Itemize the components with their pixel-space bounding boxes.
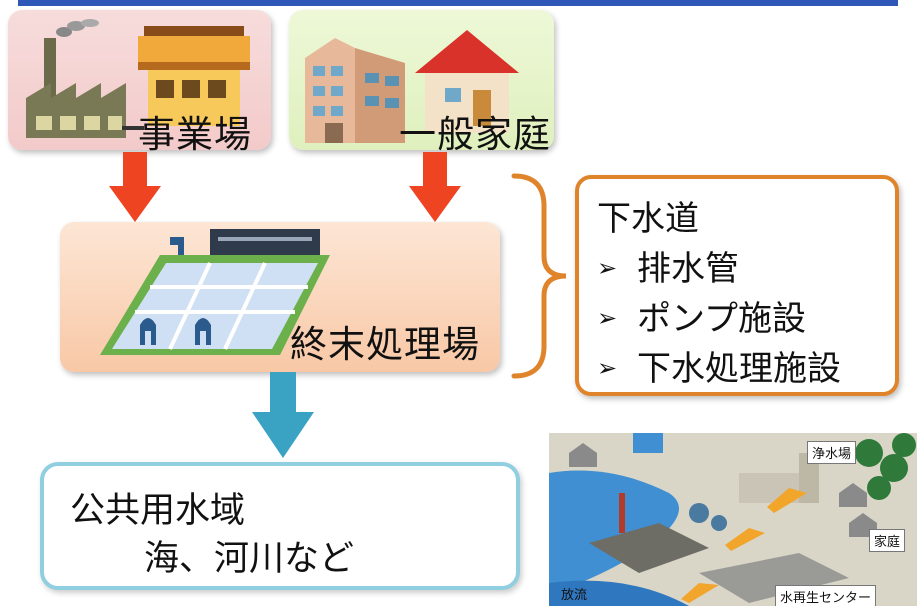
flow-arrow-down-icon (409, 152, 461, 222)
business-source-box: 事業場 (8, 10, 271, 156)
business-label: 事業場 (138, 113, 252, 156)
map-label-household: 家庭 (869, 529, 906, 552)
map-label-discharge: 放流 (561, 588, 588, 603)
sewer-item-label: 排水管 (637, 249, 739, 289)
top-divider-bar (18, 0, 898, 6)
flow-arrow-down-icon (109, 152, 161, 222)
sewer-item-treatment-facility: ➢ 下水処理施設 (597, 341, 841, 390)
sewer-item-label: 下水処理施設 (637, 349, 841, 389)
city-water-map-image (549, 433, 917, 606)
treatment-plant-box: 終末処理場 (60, 222, 500, 372)
arrow-bullet-icon: ➢ (597, 304, 618, 332)
public-waters-examples: 海、河川など (144, 539, 355, 579)
map-label-purification-plant: 浄水場 (807, 441, 857, 464)
factory-shop-icon (26, 19, 250, 138)
sewer-item-drain-pipe: ➢ 排水管 (597, 241, 739, 290)
discharge-arrow-down-icon (252, 372, 314, 458)
sewer-title: 下水道 (597, 199, 699, 239)
arrow-bullet-icon: ➢ (597, 354, 618, 382)
sewer-system-box: 下水道 ➢ 排水管 ➢ ポンプ施設 ➢ 下水処理施設 (575, 175, 899, 396)
plant-label: 終末処理場 (290, 323, 480, 366)
household-source-box: 一般家庭 (289, 10, 554, 156)
map-label-reclamation-center: 水再生センター (775, 585, 877, 606)
apartment-house-icon (305, 30, 519, 143)
water-cycle-illustration: 浄水場 家庭 放流 水再生センター (549, 433, 917, 606)
sewer-item-pump-facility: ➢ ポンプ施設 (597, 291, 806, 340)
brace-bracket (511, 173, 567, 379)
public-waters-title: 公共用水域 (70, 491, 246, 531)
public-waters-box: 公共用水域 海、河川など (40, 462, 520, 590)
sewer-item-label: ポンプ施設 (637, 299, 806, 339)
arrow-bullet-icon: ➢ (597, 254, 618, 282)
household-label: 一般家庭 (399, 113, 551, 156)
treatment-plant-icon (100, 229, 330, 355)
